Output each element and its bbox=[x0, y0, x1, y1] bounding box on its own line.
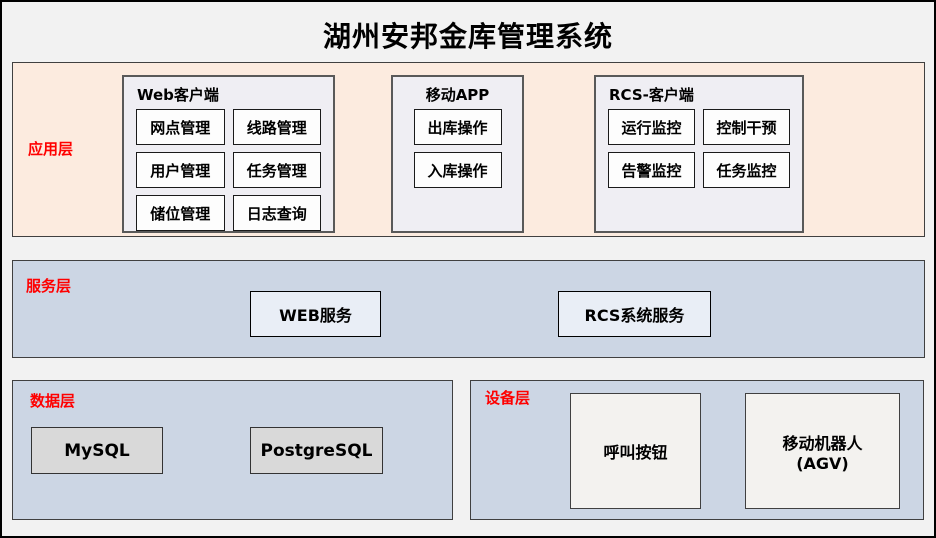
node-web-service: WEB服务 bbox=[250, 291, 381, 337]
node-task-management: 任务管理 bbox=[232, 152, 321, 188]
node-outbound-operation: 出库操作 bbox=[413, 109, 502, 145]
node-call-button: 呼叫按钮 bbox=[570, 393, 701, 509]
node-storage-management: 储位管理 bbox=[136, 195, 225, 231]
group-rcs-client-title: RCS-客户端 bbox=[609, 86, 694, 104]
data-layer-label: 数据层 bbox=[30, 392, 76, 410]
group-mobile-app: 移动APP 出库操作 入库操作 bbox=[391, 75, 524, 233]
group-mobile-app-title: 移动APP bbox=[425, 86, 490, 104]
node-user-management: 用户管理 bbox=[136, 152, 225, 188]
group-web-client-title: Web客户端 bbox=[137, 86, 219, 104]
node-inbound-operation: 入库操作 bbox=[413, 152, 502, 188]
service-layer-label: 服务层 bbox=[26, 277, 72, 295]
group-rcs-client: RCS-客户端 运行监控 控制干预 告警监控 任务监控 bbox=[594, 75, 804, 233]
node-network-management: 网点管理 bbox=[136, 109, 225, 145]
rcs-client-node-grid: 运行监控 控制干预 告警监控 任务监控 bbox=[596, 108, 802, 188]
application-layer: 应用层 Web客户端 网点管理 线路管理 用户管理 任务管理 储位管理 日志查询… bbox=[12, 62, 925, 237]
node-alarm-monitoring: 告警监控 bbox=[608, 152, 695, 188]
node-log-query: 日志查询 bbox=[232, 195, 321, 231]
node-postgresql: PostgreSQL bbox=[250, 427, 383, 474]
node-mysql: MySQL bbox=[31, 427, 163, 474]
node-rcs-system-service: RCS系统服务 bbox=[558, 291, 711, 337]
node-mobile-robot-agv: 移动机器人 (AGV) bbox=[745, 393, 900, 509]
data-layer: 数据层 MySQL PostgreSQL bbox=[12, 380, 453, 520]
web-client-node-grid: 网点管理 线路管理 用户管理 任务管理 储位管理 日志查询 bbox=[124, 108, 333, 231]
mobile-app-node-grid: 出库操作 入库操作 bbox=[393, 108, 522, 188]
application-layer-label: 应用层 bbox=[28, 140, 74, 158]
node-task-monitoring: 任务监控 bbox=[703, 152, 790, 188]
device-layer-label: 设备层 bbox=[485, 389, 531, 407]
page-title: 湖州安邦金库管理系统 bbox=[322, 20, 613, 53]
node-operation-monitoring: 运行监控 bbox=[608, 109, 695, 145]
device-layer: 设备层 呼叫按钮 移动机器人 (AGV) bbox=[470, 380, 924, 520]
service-layer: 服务层 WEB服务 RCS系统服务 bbox=[12, 260, 925, 358]
node-route-management: 线路管理 bbox=[232, 109, 321, 145]
group-web-client: Web客户端 网点管理 线路管理 用户管理 任务管理 储位管理 日志查询 bbox=[122, 75, 335, 233]
node-control-intervention: 控制干预 bbox=[703, 109, 790, 145]
